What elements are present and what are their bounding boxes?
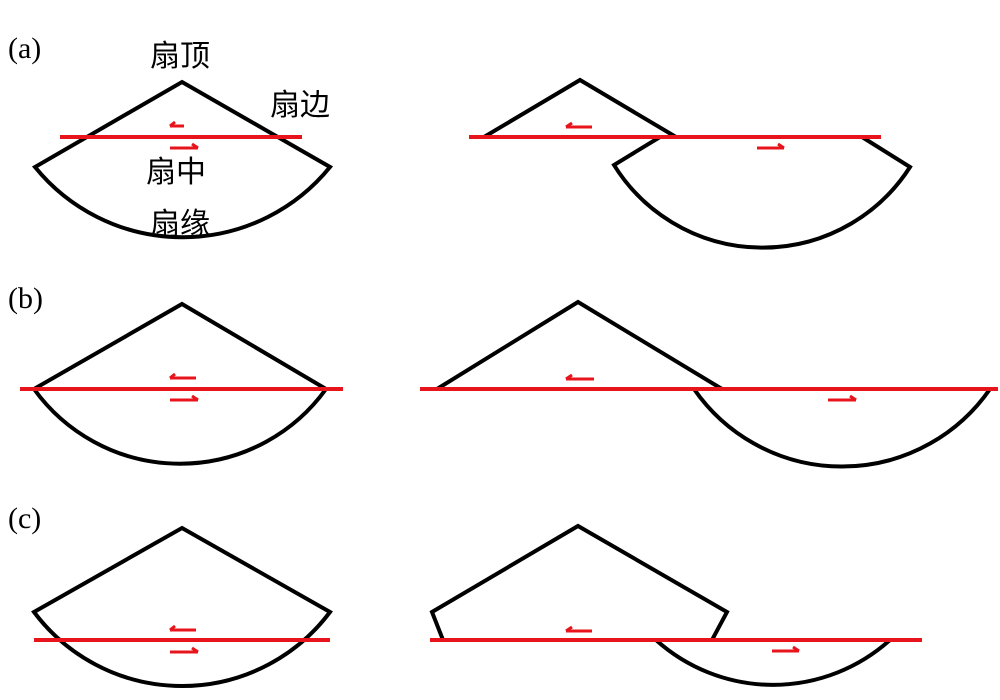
fan-side-label: 扇边 <box>270 88 330 123</box>
panel-c: (c) <box>8 502 922 688</box>
panel-b-label: (b) <box>8 282 43 315</box>
panel-b-right-arrow-right <box>828 394 857 402</box>
panel-c-label: (c) <box>8 502 41 535</box>
panel-a: (a) 扇顶 扇边 扇中 扇缘 <box>8 32 913 250</box>
panel-a-right-fan-upper <box>482 77 678 139</box>
panel-c-left-arrow-right <box>170 646 199 654</box>
panel-a-right-arrow-left <box>565 121 592 129</box>
panel-c-right-fan-upper <box>429 523 730 641</box>
panel-a-right-arrow-right <box>757 142 785 150</box>
fan-edge-label: 扇缘 <box>150 207 210 242</box>
panel-c-left-arrow-left <box>169 624 196 632</box>
panel-a-left-arrow-right <box>170 142 199 150</box>
panel-a-right-fan-lower <box>611 135 913 250</box>
panel-b-left-arrow-right <box>170 394 199 402</box>
panel-b-left-arrow-left <box>169 372 196 380</box>
panel-b-left-fan <box>31 301 329 466</box>
panel-c-right-fan-lower <box>654 638 892 687</box>
panel-c-right-arrow-right <box>772 645 800 653</box>
panel-b: (b) <box>8 282 998 469</box>
fan-top-label: 扇顶 <box>150 39 210 74</box>
panel-c-left-fan <box>31 525 333 688</box>
panel-b-right-fan-lower <box>692 387 992 469</box>
panel-b-right-arrow-left <box>565 373 594 381</box>
panel-a-left-fan <box>31 79 334 240</box>
panel-c-right-arrow-left <box>565 625 592 633</box>
panel-a-label: (a) <box>8 32 41 65</box>
fan-middle-label: 扇中 <box>146 155 206 190</box>
panel-b-right-fan-upper <box>435 299 724 391</box>
panel-a-left-arrow-left <box>169 120 184 128</box>
